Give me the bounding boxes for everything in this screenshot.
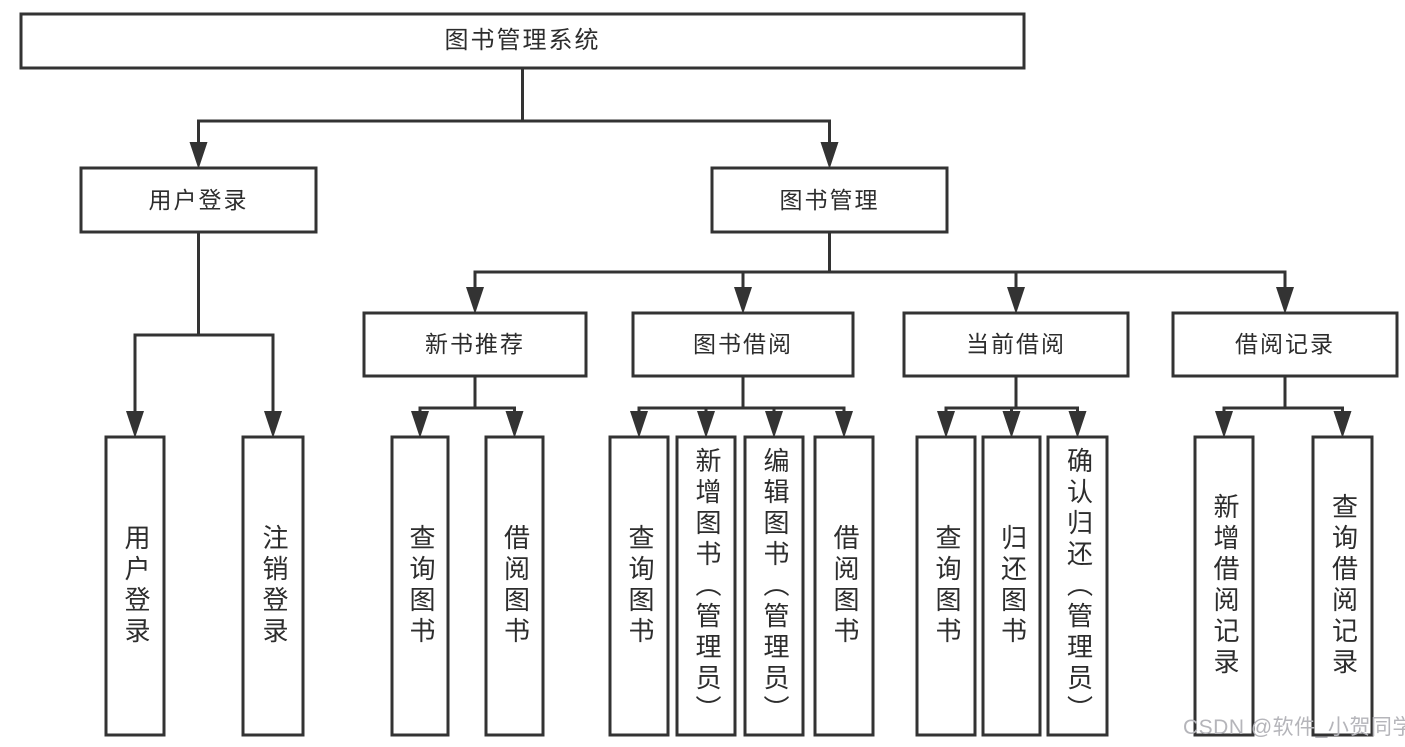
- arrowhead-leaf-user-login: [126, 411, 144, 438]
- arrowhead-leaf-query-book-1: [411, 411, 429, 438]
- arrowhead-current-borrow: [1007, 287, 1025, 314]
- node-box-leaf-logout: [241, 435, 305, 737]
- arrowhead-user-login: [189, 142, 208, 169]
- arrowhead-leaf-logout: [264, 411, 282, 438]
- node-box-leaf-add-book: [675, 435, 737, 737]
- arrowhead-leaf-add-book: [697, 411, 715, 438]
- node-box-leaf-borrow-book-2: [813, 435, 875, 737]
- node-box-new-book-rec: [362, 311, 588, 378]
- arrowhead-book-borrow: [734, 287, 752, 314]
- node-box-user-login: [79, 166, 318, 234]
- arrowhead-leaf-confirm-return: [1068, 411, 1087, 438]
- arrowhead-leaf-add-record: [1215, 411, 1233, 438]
- node-box-leaf-query-book-2: [608, 435, 670, 737]
- node-box-book-borrow: [631, 311, 855, 378]
- arrowhead-leaf-return-book: [1002, 411, 1021, 438]
- watermark: CSDN @软件_小贺同学: [1183, 716, 1405, 739]
- node-box-borrow-records: [1171, 311, 1399, 378]
- arrowhead-borrow-records: [1276, 287, 1294, 314]
- node-box-current-borrow: [902, 311, 1130, 378]
- node-box-leaf-query-book-3: [915, 435, 977, 737]
- node-box-leaf-add-record: [1193, 435, 1255, 737]
- arrowhead-leaf-edit-book: [765, 411, 783, 438]
- node-box-leaf-user-login: [104, 435, 166, 737]
- arrowhead-leaf-query-record: [1333, 411, 1352, 438]
- arrowhead-leaf-query-book-2: [630, 411, 648, 438]
- node-box-leaf-return-book: [981, 435, 1042, 737]
- arrowhead-leaf-borrow-book-2: [835, 411, 853, 438]
- node-box-leaf-borrow-book-1: [484, 435, 545, 737]
- node-box-leaf-edit-book: [743, 435, 805, 737]
- node-box-root: [19, 12, 1026, 70]
- arrowhead-new-book-rec: [466, 287, 484, 314]
- node-box-leaf-confirm-return: [1046, 435, 1109, 737]
- node-box-leaf-query-record: [1311, 435, 1374, 737]
- node-box-book-mgmt: [710, 166, 949, 234]
- node-box-leaf-query-book-1: [390, 435, 450, 737]
- arrowhead-leaf-borrow-book-1: [505, 411, 524, 438]
- arrowhead-leaf-query-book-3: [937, 411, 955, 438]
- arrowhead-book-mgmt: [820, 142, 839, 169]
